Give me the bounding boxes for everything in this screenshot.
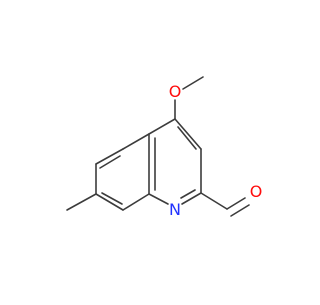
bond-c4a-c5 <box>122 133 150 150</box>
bond-c5-c6-inner <box>99 155 121 169</box>
bond-c8-c8a <box>122 193 150 211</box>
atom-label-methoxy-o: O <box>169 82 182 101</box>
bond-cho-o <box>226 197 246 210</box>
bond-c2-cho <box>200 192 228 210</box>
bond-n1-c8a <box>148 193 169 205</box>
bond-c2-n1-inner <box>180 189 196 199</box>
bond-c4-c3-inner <box>177 126 197 150</box>
bond-c5-c6 <box>95 148 124 165</box>
bond-c2-n1 <box>181 192 202 205</box>
atom-label-aldehyde-o: O <box>250 182 263 201</box>
bond-cho-o-double <box>230 204 250 217</box>
structure-canvas: N O O <box>66 76 263 219</box>
bond-o-ch3 <box>182 76 204 90</box>
bond-c7-c8 <box>95 193 124 211</box>
bond-c4-c3 <box>174 118 202 150</box>
bond-c4a-c4 <box>148 118 176 135</box>
bond-c7-ch3 <box>66 193 97 211</box>
bond-layer <box>66 76 250 217</box>
molecule-drawing: N O O <box>66 76 263 219</box>
bond-c7-c8-inner <box>101 192 123 205</box>
atom-label-n1: N <box>169 200 181 219</box>
